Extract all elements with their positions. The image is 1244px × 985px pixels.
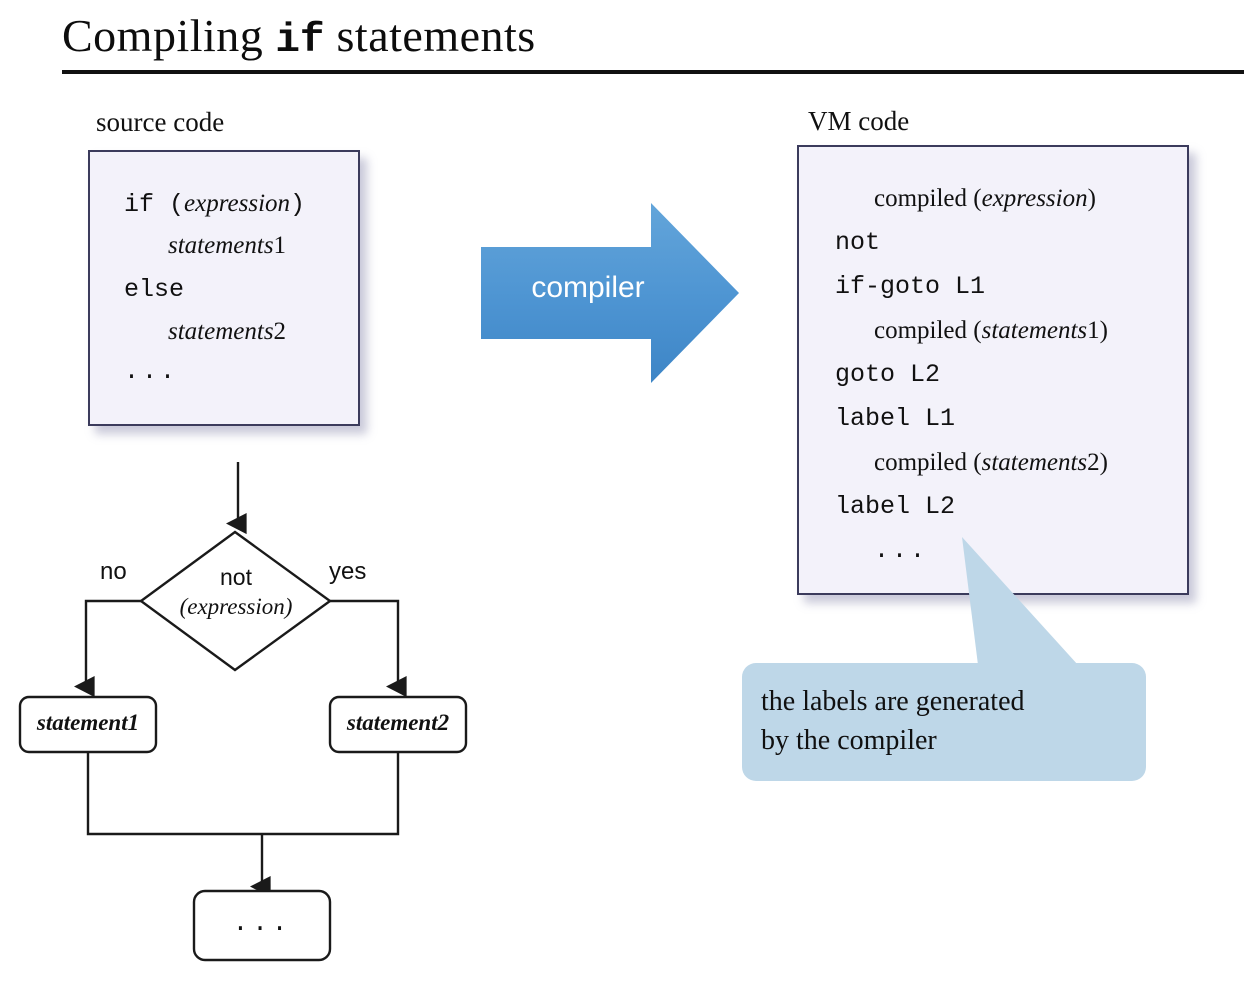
- statement1-label: statement1: [36, 710, 140, 735]
- source-line-else: else: [124, 275, 185, 304]
- merge-path: [86, 752, 400, 836]
- title-keyword-if: if: [275, 18, 325, 64]
- decision-diamond: [138, 530, 333, 672]
- callout-text: the labels are generated by the compiler: [761, 682, 1131, 760]
- page-title: Compiling if statements: [62, 6, 536, 71]
- vm-line-not: not: [835, 228, 881, 257]
- source-code-caption: source code: [96, 107, 225, 137]
- vm-line-if-goto-l1: if-goto L1: [835, 272, 986, 301]
- decision-label-line1: not: [220, 564, 252, 590]
- vm-line-label-l2: label L2: [835, 492, 956, 521]
- source-line-statements1: statements1: [168, 232, 287, 259]
- title-divider: [62, 70, 1244, 74]
- branch-no-path: [74, 599, 141, 698]
- title-prefix: Compiling: [62, 10, 276, 61]
- vm-line-label-l1: label L1: [835, 404, 956, 433]
- callout-text-line2: by the compiler: [761, 725, 937, 756]
- vm-code-caption: VM code: [808, 106, 910, 136]
- vm-code-panel: compiled (expression) not if-goto L1 com…: [797, 145, 1189, 595]
- source-line-statements2: statements2: [168, 318, 287, 345]
- decision-label: not (expression): [150, 563, 322, 621]
- vm-line-compiled-statements1: compiled (statements1): [874, 317, 1108, 344]
- callout-tail-shape: [962, 537, 1078, 665]
- vm-line-compiled-statements2: compiled (statements2): [874, 449, 1108, 476]
- callout-tail: [962, 537, 1078, 665]
- branch-label-no: no: [100, 558, 127, 585]
- statement2-label: statement2: [346, 710, 450, 735]
- vm-line-ellipsis: ...: [874, 536, 929, 565]
- decision-label-line2: (expression): [179, 594, 293, 619]
- branch-label-yes: yes: [329, 558, 367, 585]
- branch-yes-path: [330, 599, 407, 698]
- source-code-panel: if (expression) statements1 else stateme…: [88, 150, 360, 426]
- source-line-if: if (expression): [124, 190, 306, 219]
- merge-label: ...: [232, 908, 292, 938]
- source-line-ellipsis: ...: [124, 357, 179, 386]
- callout-text-line1: the labels are generated: [761, 686, 1025, 717]
- merge-box: [192, 889, 332, 962]
- vm-line-compiled-expression: compiled (expression): [874, 185, 1096, 212]
- callout-bubble: [742, 663, 1146, 781]
- flowchart-diagram: [18, 462, 468, 962]
- title-suffix: statements: [324, 10, 536, 61]
- compiler-arrow-icon: [481, 203, 739, 383]
- compiler-label: compiler: [531, 271, 645, 304]
- vm-line-goto-l2: goto L2: [835, 360, 941, 389]
- arrow-shape: [481, 203, 739, 383]
